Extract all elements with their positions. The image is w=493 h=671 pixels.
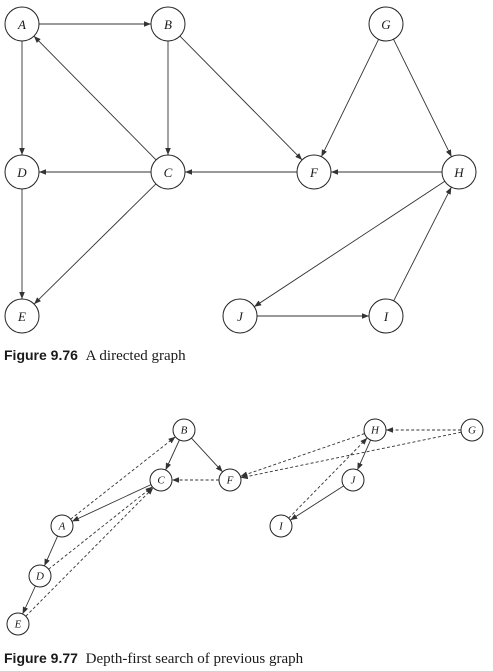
fig1-edge-g-f xyxy=(320,39,380,157)
fig1-node-label: G xyxy=(381,17,391,32)
fig1-node-b: B xyxy=(150,6,186,42)
figure-9-77-caption: Figure 9.77 Depth-first search of previo… xyxy=(4,650,303,668)
fig1-node-circle xyxy=(150,6,186,42)
fig2-node-e: E xyxy=(6,612,30,636)
figure-9-77-caption-text: Depth-first search of previous graph xyxy=(85,651,304,667)
fig2-node-circle xyxy=(460,418,484,442)
fig2-tree-edge-d-e xyxy=(22,585,36,615)
fig1-node-f: F xyxy=(296,154,332,190)
fig2-node-d: D xyxy=(28,564,52,588)
fig1-edge-h-j xyxy=(253,180,446,308)
fig2-node-f: F xyxy=(218,468,242,492)
figure-9-77-nodes: B H G C F J A I D E xyxy=(6,418,484,636)
fig1-edge-i-h xyxy=(393,186,452,302)
fig1-node-circle xyxy=(296,154,332,190)
fig1-node-g: G xyxy=(368,6,404,42)
fig2-node-label: J xyxy=(351,475,357,487)
fig2-node-circle xyxy=(269,514,293,538)
fig2-node-label: A xyxy=(58,521,66,533)
fig1-node-label: F xyxy=(309,165,319,180)
fig1-node-h: H xyxy=(441,154,477,190)
fig1-node-c: C xyxy=(150,154,186,190)
figure-9-76-nodes: A B G D C F H E J I xyxy=(4,6,477,334)
fig1-node-circle xyxy=(150,154,186,190)
fig1-node-label: H xyxy=(453,165,464,180)
fig1-edge-b-f xyxy=(179,35,303,161)
fig2-back-edge-e-c xyxy=(25,487,154,617)
fig1-node-circle xyxy=(441,154,477,190)
fig2-back-edge-h-f xyxy=(240,433,365,477)
fig2-tree-edge-b-f xyxy=(191,437,223,473)
figure-9-76-caption: Figure 9.76 A directed graph xyxy=(4,347,186,365)
fig2-node-label: H xyxy=(370,425,380,437)
fig2-node-label: I xyxy=(278,521,284,533)
fig1-node-label: B xyxy=(164,17,172,32)
fig1-node-j: J xyxy=(222,298,258,334)
fig1-node-label: E xyxy=(17,309,26,324)
fig1-node-circle xyxy=(4,6,40,42)
fig1-node-label: I xyxy=(383,309,389,324)
fig1-node-circle xyxy=(4,154,40,190)
fig1-edge-c-a xyxy=(33,35,157,161)
fig1-node-d: D xyxy=(4,154,40,190)
fig2-node-label: E xyxy=(14,619,22,631)
fig1-node-label: C xyxy=(164,165,173,180)
fig2-node-circle xyxy=(6,612,30,636)
fig2-back-edge-a-b xyxy=(70,436,176,520)
fig2-node-i: I xyxy=(269,514,293,538)
fig2-node-h: H xyxy=(363,418,387,442)
fig2-node-circle xyxy=(172,418,196,442)
fig1-node-label: D xyxy=(16,165,27,180)
figure-9-76-edges xyxy=(19,21,452,319)
fig2-node-circle xyxy=(28,564,52,588)
figure-9-77-label: Figure 9.77 xyxy=(4,650,78,666)
fig1-edge-c-e xyxy=(33,183,157,305)
fig2-node-circle xyxy=(149,468,173,492)
fig1-node-circle xyxy=(368,6,404,42)
fig1-node-e: E xyxy=(4,298,40,334)
fig2-node-label: G xyxy=(468,425,476,437)
fig1-node-circle xyxy=(4,298,40,334)
figure-9-76-caption-text: A directed graph xyxy=(85,348,186,364)
fig2-node-b: B xyxy=(172,418,196,442)
fig2-node-circle xyxy=(341,468,365,492)
fig2-tree-edge-c-a xyxy=(71,484,152,522)
fig2-tree-edge-b-c xyxy=(165,439,180,471)
fig2-node-circle xyxy=(363,418,387,442)
fig1-node-label: J xyxy=(237,309,244,324)
fig2-node-j: J xyxy=(341,468,365,492)
fig2-node-label: C xyxy=(157,475,165,487)
fig1-node-i: I xyxy=(368,298,404,334)
fig2-tree-edge-a-d xyxy=(43,535,59,567)
fig2-back-edge-d-c xyxy=(48,486,153,570)
fig2-back-edge-g-f xyxy=(240,431,462,480)
fig2-node-label: F xyxy=(226,475,234,487)
fig1-node-circle xyxy=(222,298,258,334)
fig2-node-c: C xyxy=(149,468,173,492)
fig1-edge-g-h xyxy=(393,39,452,157)
fig2-node-a: A xyxy=(50,514,74,538)
fig1-node-a: A xyxy=(4,6,40,42)
fig2-node-g: G xyxy=(460,418,484,442)
fig2-node-circle xyxy=(218,468,242,492)
fig2-node-label: D xyxy=(35,571,44,583)
fig2-tree-edge-j-i xyxy=(290,485,344,521)
figure-9-76-label: Figure 9.76 xyxy=(4,347,78,363)
fig2-node-circle xyxy=(50,514,74,538)
fig1-node-label: A xyxy=(17,17,26,32)
fig2-tree-edge-h-j xyxy=(356,439,372,471)
fig1-node-circle xyxy=(368,298,404,334)
fig2-node-label: B xyxy=(181,425,188,437)
figure-9-77-edges xyxy=(22,427,462,617)
